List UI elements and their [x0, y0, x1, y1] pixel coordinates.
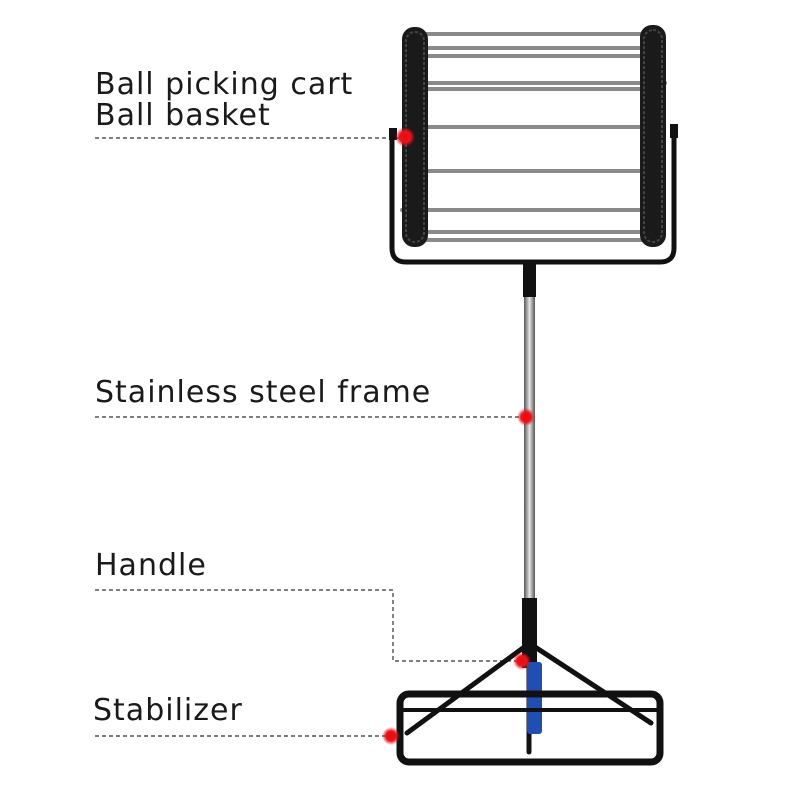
leader-lines: [95, 137, 525, 737]
label-ball-basket: Ball basket: [95, 98, 271, 133]
blue-grip: [527, 662, 542, 734]
marker-dots: [382, 127, 535, 745]
label-handle: Handle: [95, 548, 207, 583]
stainless-steel-pole: [524, 262, 535, 602]
handle-grip-sleeve: [522, 598, 537, 668]
label-stabilizer: Stabilizer: [93, 693, 243, 728]
ball-basket-drum: [400, 25, 667, 247]
stabilizer-base: [396, 690, 664, 766]
marker-handle: [513, 652, 531, 670]
label-stainless-steel-frame: Stainless steel frame: [95, 375, 432, 410]
label-ball-picking-cart: Ball picking cart: [95, 67, 354, 102]
marker-basket: [395, 127, 415, 147]
marker-stabilizer: [382, 727, 400, 745]
marker-frame: [517, 408, 535, 426]
